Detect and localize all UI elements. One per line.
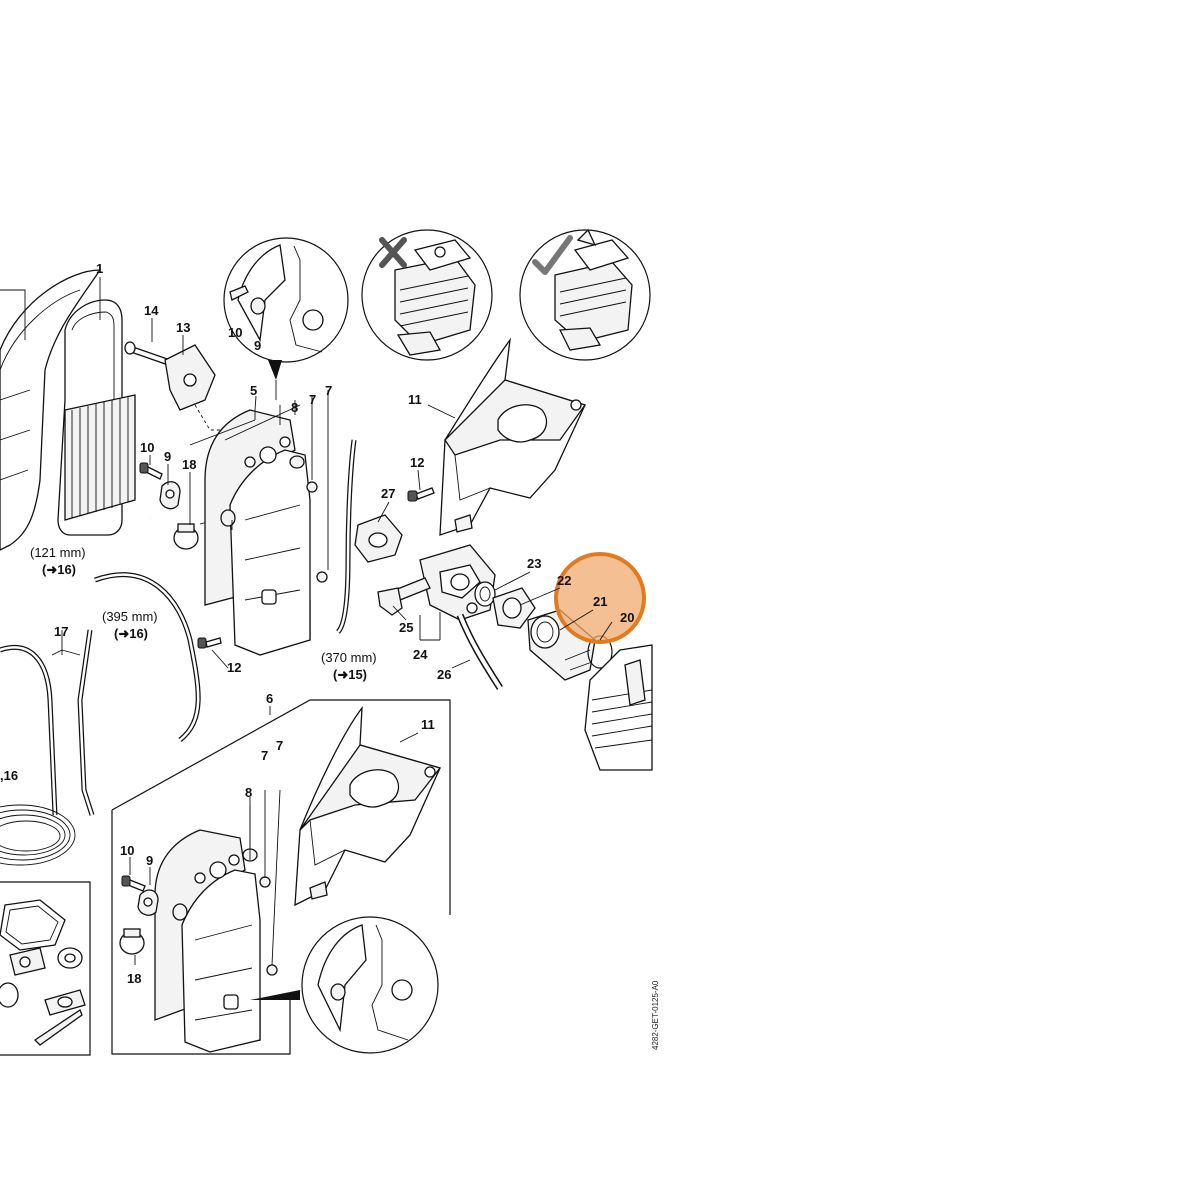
hose-17 — [0, 629, 95, 816]
detail-circle-upper — [223, 237, 349, 400]
label-part-9-lower: 9 — [146, 853, 153, 868]
spacer-22 — [492, 587, 536, 629]
air-filter-element — [57, 299, 136, 536]
label-part-16: ,16 — [0, 768, 18, 783]
label-part-10-detail: 10 — [228, 325, 242, 340]
drawing-code: 4282-GET-0125-A0 — [651, 980, 660, 1050]
screw-10 — [139, 462, 163, 480]
label-dim-370mm: (370 mm) — [321, 650, 377, 665]
nut-8 — [289, 455, 305, 469]
ring-23 — [474, 581, 496, 607]
label-part-7-a: 7 — [309, 392, 316, 407]
gasket-27 — [354, 514, 403, 563]
label-dim-395mm: (395 mm) — [102, 609, 158, 624]
carburetor-24 — [394, 544, 496, 621]
label-part-11-upper: 11 — [408, 392, 422, 407]
label-part-12-upper: 12 — [410, 455, 424, 470]
label-part-1: 1 — [96, 261, 103, 276]
label-part-24: 24 — [413, 647, 428, 662]
nut-7-c — [259, 876, 271, 888]
label-part-9: 9 — [164, 449, 171, 464]
carb-housing-6 — [154, 829, 261, 1053]
detail-circle-lower — [250, 916, 439, 1054]
nut-7-a — [306, 481, 318, 493]
primer-bulb-18-b — [119, 928, 145, 955]
label-part-8: 8 — [291, 400, 298, 415]
label-part-23: 23 — [527, 556, 541, 571]
nut-7-b — [316, 571, 328, 583]
primer-bulb-18 — [173, 519, 216, 550]
label-part-26: 26 — [437, 667, 451, 682]
label-part-9-detail: 9 — [254, 338, 261, 353]
label-part-13: 13 — [176, 320, 190, 335]
label-dim-121mm: (121 mm) — [30, 545, 86, 560]
grommet-9 — [159, 481, 181, 510]
screw-14 — [124, 341, 177, 368]
air-filter-housing — [0, 269, 102, 551]
choke-lever-25 — [377, 587, 403, 616]
label-part-7-c: 7 — [276, 738, 283, 753]
label-part-18-lower: 18 — [127, 971, 141, 986]
label-part-6: 6 — [266, 691, 273, 706]
bracket-13 — [164, 344, 216, 411]
label-part-8-lower: 8 — [245, 785, 252, 800]
label-part-21: 21 — [593, 594, 607, 609]
label-part-18: 18 — [182, 457, 196, 472]
engine-wrong-view — [361, 229, 493, 361]
label-ref-15: (➜15) — [333, 667, 367, 682]
label-part-11-lower: 11 — [421, 717, 435, 732]
cover-11-upper — [439, 337, 587, 536]
label-part-10-lower: 10 — [120, 843, 134, 858]
screw-10-b — [121, 875, 146, 892]
label-part-17: 17 — [54, 624, 68, 639]
screw-12-a — [197, 637, 222, 649]
screw-12-b — [407, 487, 435, 502]
label-part-27: 27 — [381, 486, 395, 501]
gasket-kit — [0, 881, 91, 1056]
check-mark-icon — [532, 235, 573, 275]
label-part-7-b: 7 — [325, 383, 332, 398]
hose-coil-16 — [0, 804, 76, 866]
highlight-circle — [554, 552, 646, 644]
engine-partial — [584, 644, 653, 771]
label-part-22: 22 — [557, 573, 571, 588]
hose-395mm — [94, 572, 201, 742]
label-ref-16-b: (➜16) — [114, 626, 148, 641]
grommet-9-b — [137, 889, 159, 916]
assembly-box-6 — [111, 699, 451, 1055]
label-part-12: 12 — [227, 660, 241, 675]
label-part-20: 20 — [620, 610, 634, 625]
label-ref-16-a: (➜16) — [42, 562, 76, 577]
cover-11-lower — [294, 705, 442, 907]
leader-lines — [51, 277, 613, 965]
cross-mark-icon — [379, 237, 407, 268]
hose-370mm — [335, 439, 357, 634]
carb-housing-5 — [204, 409, 311, 656]
fuel-hose-26 — [456, 613, 503, 690]
label-part-7-d: 7 — [261, 748, 268, 763]
hose-121mm — [97, 514, 163, 579]
label-part-25: 25 — [399, 620, 413, 635]
label-part-5: 5 — [250, 383, 257, 398]
label-part-14: 14 — [144, 303, 159, 318]
nut-7-d — [266, 964, 278, 976]
label-part-10: 10 — [140, 440, 154, 455]
engine-correct-view — [519, 228, 651, 361]
